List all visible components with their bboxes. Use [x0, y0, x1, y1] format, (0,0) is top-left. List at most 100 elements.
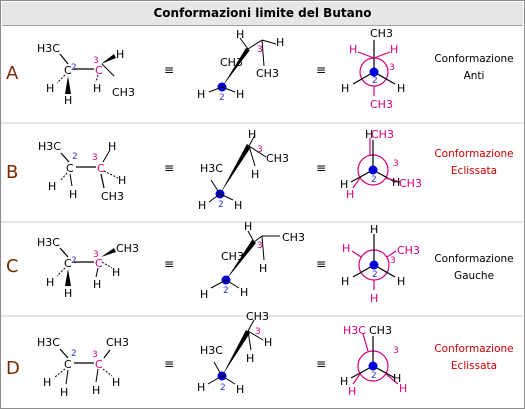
carbon-number-2: 2: [219, 93, 225, 103]
label-ch3: CH3: [256, 67, 279, 80]
label-h: H: [246, 352, 254, 365]
label-ch3: CH3: [246, 310, 269, 323]
label-h: H: [198, 199, 206, 212]
conformation-name-line2: Gauche: [454, 270, 494, 282]
wedge-projection: CH3 H H 3 2 H3C H H: [197, 310, 272, 396]
carbon-number-2: 2: [220, 383, 226, 393]
carbon-number-2: 2: [218, 200, 224, 210]
label-ch3: CH3: [370, 98, 393, 111]
label-h: H: [397, 82, 405, 95]
label-h: H: [251, 168, 259, 181]
label-h3c: H3C: [38, 140, 61, 153]
row-letter: A: [6, 63, 19, 84]
carbon-c3: C: [95, 358, 103, 371]
row-d: D H3C C 2 C 3 CH3 H H H H ≡ CH3 H: [6, 310, 514, 399]
carbon-number-2: 2: [71, 256, 77, 266]
label-h: H: [69, 188, 77, 201]
label-ch3: CH3: [106, 336, 129, 349]
carbon-c2: C: [64, 358, 72, 371]
carbon-number-3: 3: [255, 327, 261, 337]
wedge-projection: H H CH3 3 2 CH3 H H: [197, 28, 284, 103]
equivalence-symbol: ≡: [316, 357, 326, 371]
row-c: C H3C C 2 C 3 H H CH3 H H ≡ CH3: [6, 220, 514, 305]
label-h: H: [399, 382, 407, 395]
label-ch3: CH3: [369, 324, 392, 337]
carbon-number-3: 3: [92, 350, 98, 360]
newman-projection: H H CH3 H H H 2 3: [341, 223, 420, 305]
label-h: H: [370, 223, 378, 236]
carbon-number-2: 2: [371, 175, 377, 185]
label-h3c: H3C: [37, 236, 60, 249]
label-h: H: [236, 88, 244, 101]
label-h: H: [60, 386, 68, 399]
label-ch3: CH3: [116, 242, 139, 255]
carbon-number-3: 3: [257, 241, 263, 251]
carbon-number-3: 3: [93, 250, 99, 260]
label-ch3: CH3: [371, 128, 394, 141]
equivalence-symbol: ≡: [164, 63, 174, 77]
row-b: B H3C C 2 C 3 H H H H CH3 ≡ H CH3: [6, 128, 514, 212]
carbon-c3: C: [97, 162, 105, 175]
label-h: H: [234, 199, 242, 212]
conformation-name-line1: Conformazione: [434, 253, 513, 265]
row-letter: C: [6, 256, 19, 277]
label-h: H: [64, 94, 72, 107]
carbon-number-3: 3: [93, 56, 99, 66]
label-h: H: [93, 82, 101, 95]
carbon-number-2: 2: [371, 371, 377, 381]
row-letter: B: [6, 162, 18, 183]
row-letter: D: [6, 358, 20, 379]
label-h: H: [112, 266, 120, 279]
equivalence-symbol: ≡: [164, 357, 174, 371]
equivalence-symbol: ≡: [164, 257, 174, 271]
label-h: H: [46, 82, 54, 95]
equivalence-symbol: ≡: [164, 161, 174, 175]
conformation-name-line2: Eclissata: [451, 360, 497, 372]
label-h: H: [48, 180, 56, 193]
label-ch3: CH3: [399, 177, 422, 190]
newman-projection: CH3 H H H H CH3 2 3: [341, 27, 405, 111]
label-h: H: [197, 88, 205, 101]
label-ch3: CH3: [220, 56, 243, 69]
wedge-projection: H CH3 H 3 2 H3C H H: [198, 128, 289, 212]
label-ch3: CH3: [101, 190, 124, 203]
label-h: H: [397, 275, 405, 288]
sawhorse-projection: H3C C 2 C 3 H H H H CH3: [38, 140, 126, 203]
label-h3c: H3C: [343, 324, 366, 337]
carbon-number-2: 2: [372, 270, 378, 280]
conformation-name-line1: Conformazione: [434, 148, 513, 160]
label-h3c: H3C: [37, 336, 60, 349]
equivalence-symbol: ≡: [316, 63, 326, 77]
conformation-name-line2: Eclissata: [451, 165, 497, 177]
label-h: H: [346, 188, 354, 201]
carbon-number-3: 3: [390, 256, 396, 266]
label-h: H: [197, 381, 205, 394]
label-h: H: [340, 178, 348, 191]
label-h: H: [116, 48, 124, 61]
equivalence-symbol: ≡: [316, 161, 326, 175]
label-ch3: CH3: [397, 244, 420, 257]
label-h: H: [390, 43, 398, 56]
label-ch3: CH3: [370, 27, 393, 40]
label-h: H: [248, 128, 256, 141]
carbon-c3: C: [95, 257, 103, 270]
label-h: H: [240, 286, 248, 299]
carbon-number-3: 3: [257, 45, 263, 55]
label-ch3: CH3: [112, 86, 135, 99]
wedge-projection: CH3 H H 3 2 CH3 H H: [200, 220, 305, 301]
carbon-number-2: 2: [223, 286, 229, 296]
label-h: H: [276, 36, 284, 49]
label-h: H: [118, 174, 126, 187]
label-h: H: [342, 242, 350, 255]
label-h: H: [93, 278, 101, 291]
newman-projection: H CH3 H H H CH3 2 3: [340, 128, 422, 201]
label-ch3: CH3: [282, 231, 305, 244]
equivalence-symbol: ≡: [316, 257, 326, 271]
label-h3c: H3C: [200, 344, 223, 357]
row-a: A H3C C 2 C 3 H H H H CH3 ≡ H: [6, 27, 514, 111]
label-h: H: [365, 128, 373, 141]
carbon-c3: C: [95, 64, 103, 77]
label-h3c: H3C: [200, 162, 223, 175]
sawhorse-projection: H3C C 2 C 3 H H CH3 H H: [37, 236, 139, 300]
